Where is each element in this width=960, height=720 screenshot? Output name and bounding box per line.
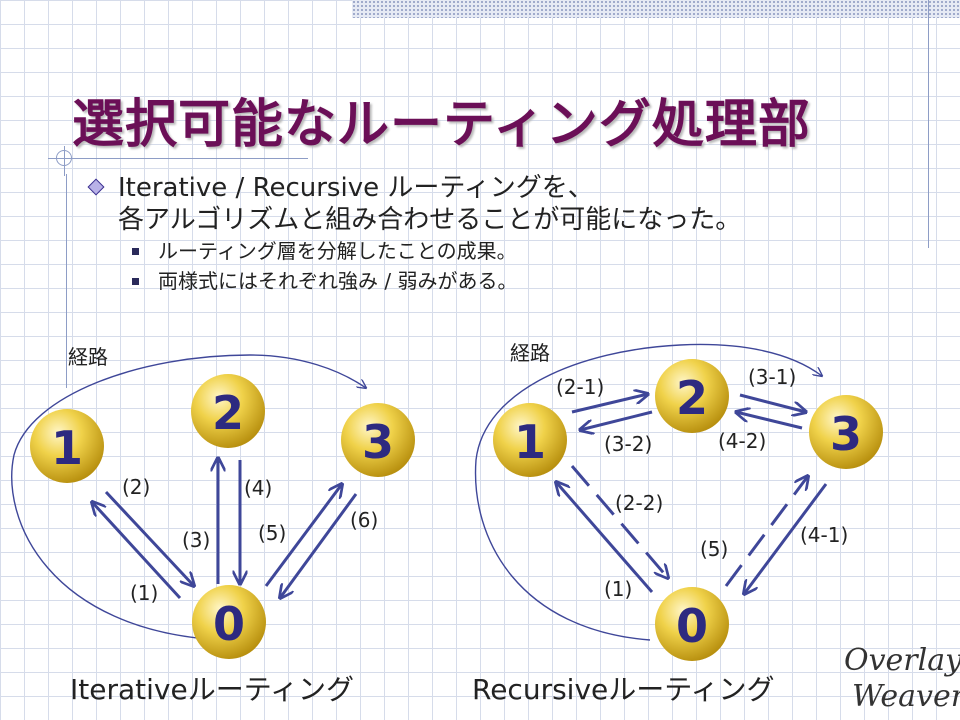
- node-0: 0: [655, 587, 729, 661]
- iterative-arrow-6: [280, 493, 358, 598]
- logo-line1: Overlay: [844, 643, 960, 678]
- decor-right-line: [928, 0, 929, 248]
- recursive-diagram: 経路 (1) (2-1) (2-2) (3-1) (3-2) (4-1) (4-…: [474, 341, 883, 661]
- recursive-path-label: 経路: [510, 341, 550, 365]
- decor-circle: [56, 150, 72, 166]
- svg-text:1: 1: [514, 415, 546, 469]
- bullet-main-line1: Iterative / Recursive ルーティングを、: [118, 173, 594, 203]
- svg-text:2: 2: [676, 371, 708, 425]
- iterative-diagram: 経路 (1) (2) (3) (4) (5) (6) 1 2 3 0: [11, 345, 415, 659]
- svg-text:3: 3: [362, 415, 394, 469]
- node-3: 3: [341, 403, 415, 477]
- recursive-arrow-3-1: [739, 393, 806, 412]
- slide-title: 選択可能なルーティング処理部: [72, 95, 811, 155]
- iterative-edge-label: (5): [258, 521, 286, 545]
- iterative-edge-label: (2): [122, 475, 150, 499]
- recursive-edge-label: (3-2): [604, 432, 652, 456]
- recursive-arrow-3-2: [580, 410, 653, 430]
- svg-text:0: 0: [676, 599, 708, 653]
- node-3: 3: [809, 395, 883, 469]
- node-1: 1: [493, 403, 567, 477]
- svg-text:2: 2: [212, 386, 244, 440]
- recursive-edge-label: (2-2): [615, 491, 663, 515]
- recursive-edge-label: (3-1): [748, 365, 796, 389]
- node-2: 2: [655, 359, 729, 433]
- iterative-arrow-5: [264, 484, 342, 587]
- recursive-edge-label: (1): [604, 577, 632, 601]
- decor-left-line: [66, 174, 67, 388]
- recursive-arrow-5: [724, 476, 808, 587]
- iterative-caption: Iterativeルーティング: [70, 673, 355, 706]
- iterative-arrow-1: [92, 502, 182, 600]
- iterative-arrow-2: [104, 490, 194, 586]
- recursive-arrow-4-1: [744, 483, 828, 594]
- node-0: 0: [192, 585, 266, 659]
- recursive-edge-label: (4-2): [718, 429, 766, 453]
- recursive-edge-label: (4-1): [800, 523, 848, 547]
- overlay-weaver-logo: Overlay Weaver: [840, 640, 960, 718]
- iterative-path-curve: [11, 354, 366, 641]
- recursive-arrow-2-1: [571, 394, 648, 414]
- recursive-edge-label: (2-1): [556, 375, 604, 399]
- iterative-path-label: 経路: [68, 345, 108, 369]
- recursive-path-curve: [474, 343, 822, 641]
- sub-bullet-text: 両様式にはそれぞれ強み / 弱みがある。: [158, 269, 518, 293]
- square-bullet-icon: [132, 278, 139, 285]
- recursive-arrow-1: [556, 482, 654, 593]
- svg-text:3: 3: [830, 407, 862, 461]
- sub-bullet: ルーティング層を分解したことの成果。: [84, 236, 944, 266]
- logo-line2: Weaver: [852, 679, 960, 714]
- svg-text:0: 0: [213, 597, 245, 651]
- iterative-edge-label: (6): [350, 508, 378, 532]
- bullet-list: Iterative / Recursive ルーティングを、 各アルゴリズムと組…: [84, 172, 944, 296]
- square-bullet-icon: [132, 248, 139, 255]
- recursive-edge-label: (5): [700, 537, 728, 561]
- bullet-main: Iterative / Recursive ルーティングを、 各アルゴリズムと組…: [84, 172, 944, 236]
- svg-text:1: 1: [51, 421, 83, 475]
- sub-bullet: 両様式にはそれぞれ強み / 弱みがある。: [84, 266, 944, 296]
- iterative-edge-label: (4): [244, 476, 272, 500]
- iterative-edge-label: (1): [130, 581, 158, 605]
- decor-title-underline: [48, 158, 308, 159]
- node-1: 1: [30, 409, 104, 483]
- top-dotted-band: [352, 0, 960, 18]
- sub-bullet-text: ルーティング層を分解したことの成果。: [158, 239, 517, 263]
- bullet-main-line2: 各アルゴリズムと組み合わせることが可能になった。: [118, 205, 742, 235]
- recursive-arrow-2-2: [570, 465, 668, 578]
- node-2: 2: [191, 374, 265, 448]
- recursive-arrow-4-2: [736, 412, 803, 430]
- iterative-edge-label: (3): [182, 528, 210, 552]
- recursive-caption: Recursiveルーティング: [472, 673, 775, 706]
